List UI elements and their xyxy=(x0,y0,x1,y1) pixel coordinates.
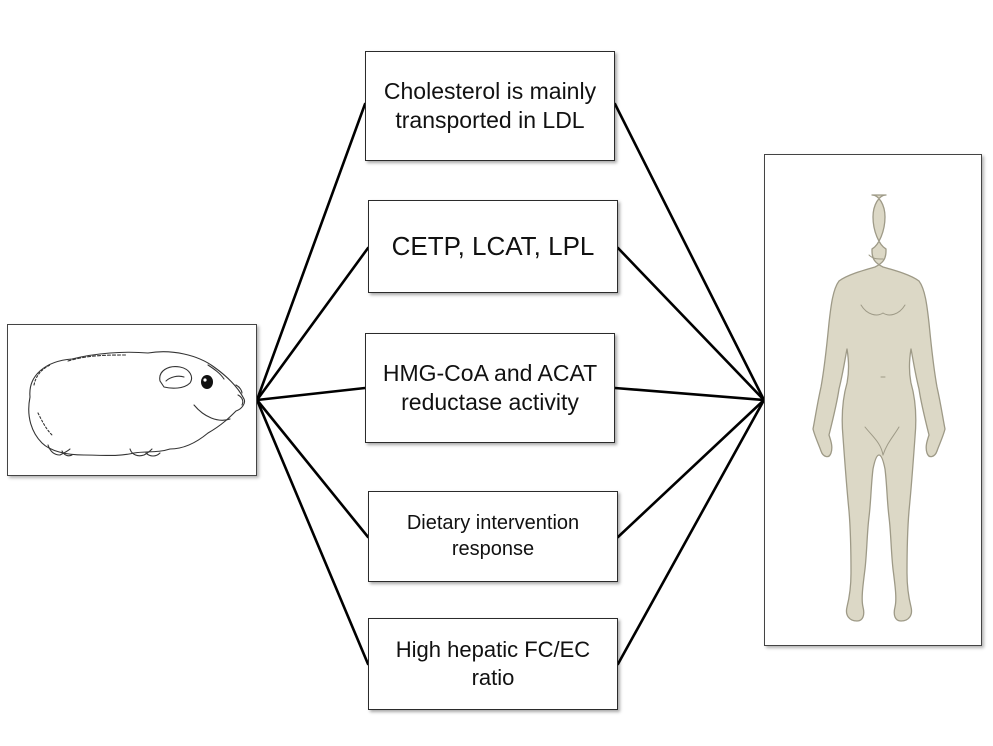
connector-right-enzymes xyxy=(616,246,766,402)
box-cetp-lcat-lpl: CETP, LCAT, LPL xyxy=(368,200,618,293)
box-label: High hepatic FC/EC ratio xyxy=(395,636,591,690)
guinea-pig-image xyxy=(7,324,257,476)
box-label: CETP, LCAT, LPL xyxy=(391,230,595,261)
guinea-pig-icon xyxy=(28,351,246,457)
connector-left-enzymes xyxy=(255,246,370,402)
human-body-image xyxy=(764,154,982,646)
connector-left-hmg xyxy=(255,386,367,402)
box-label: Cholesterol is mainly transported in LDL xyxy=(383,77,597,133)
box-label: Dietary intervention response xyxy=(406,511,580,560)
connector-right-hmg xyxy=(613,386,766,402)
connector-right-hepatic xyxy=(616,398,766,666)
connector-right-cholesterol xyxy=(613,102,766,402)
box-label: HMG-CoA and ACAT reductase activity xyxy=(382,359,598,415)
connector-left-cholesterol xyxy=(255,102,367,402)
box-cholesterol-ldl: Cholesterol is mainly transported in LDL xyxy=(365,51,615,161)
connector-left-hepatic xyxy=(255,398,370,666)
box-dietary-intervention: Dietary intervention response xyxy=(368,491,618,582)
connector-right-diet xyxy=(616,398,766,539)
box-hepatic-fc-ec-ratio: High hepatic FC/EC ratio xyxy=(368,618,618,710)
human-body-icon xyxy=(812,194,946,622)
connector-left-diet xyxy=(255,398,370,539)
box-hmg-coa-acat: HMG-CoA and ACAT reductase activity xyxy=(365,333,615,443)
